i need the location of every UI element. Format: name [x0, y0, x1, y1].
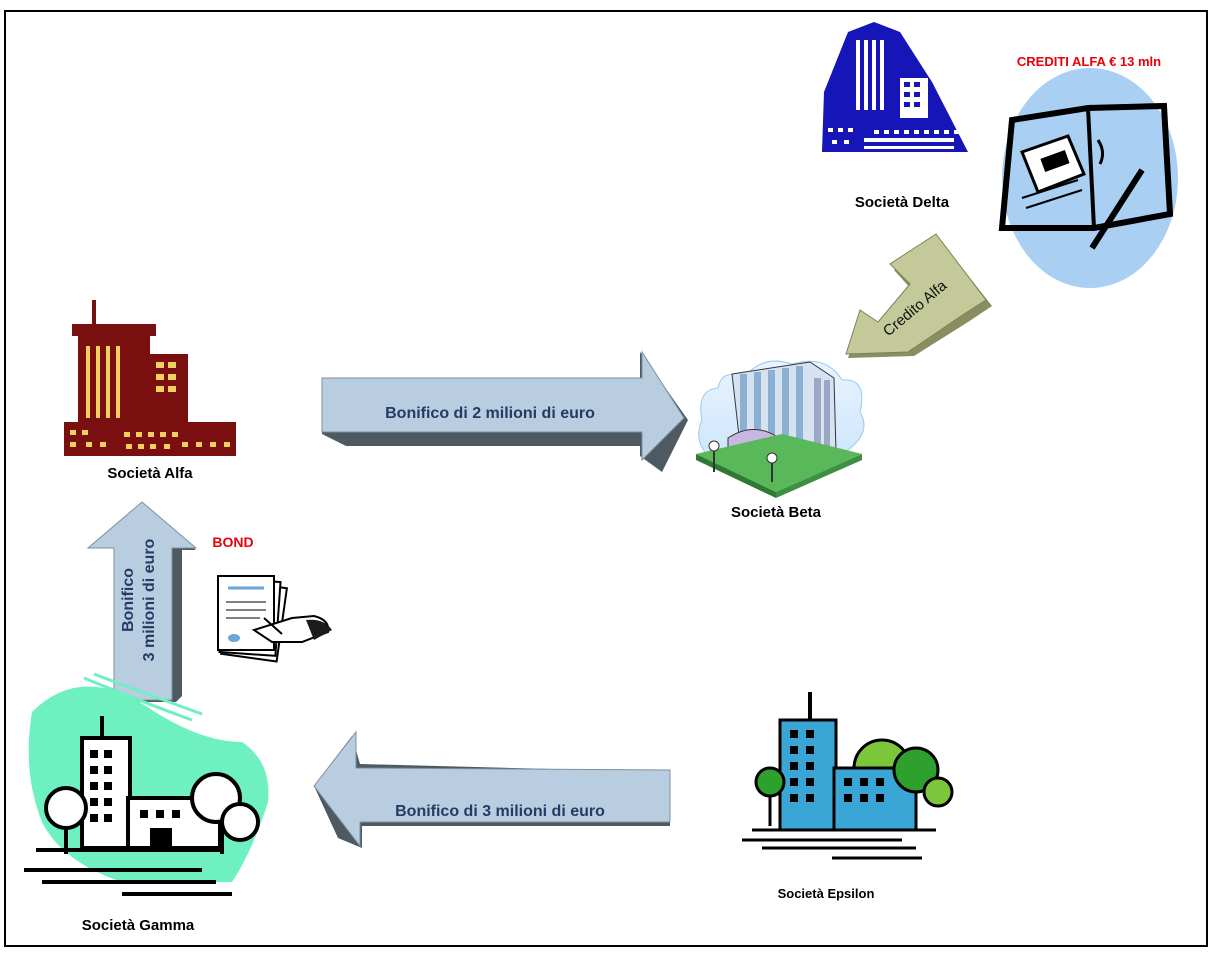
arrow-epsilon-to-gamma-label: Bonifico di 3 milioni di euro [395, 803, 605, 820]
diagram-canvas: Società Alfa Società Delta CREDITI ALFA … [24, 22, 1178, 934]
bond-document-icon [217, 575, 332, 663]
arrow-alfa-to-beta-label: Bonifico di 2 milioni di euro [385, 405, 595, 422]
epsilon-building-icon [742, 692, 954, 860]
credito-alfa-arrow: Credito Alfa [845, 233, 992, 358]
arrow-gamma-to-alfa-label-1: Bonifico [120, 568, 137, 632]
ledger-book-icon [998, 68, 1178, 288]
arrow-gamma-to-alfa [86, 501, 198, 702]
beta-label: Società Beta [731, 504, 822, 521]
arrow-epsilon-to-gamma [313, 730, 671, 848]
arrow-alfa-to-beta [321, 350, 688, 472]
bond-label: BOND [212, 534, 253, 550]
alfa-label: Società Alfa [107, 465, 193, 482]
delta-building-icon [822, 22, 968, 152]
crediti-label: CREDITI ALFA € 13 mln [1017, 54, 1161, 69]
diagram-frame: Società Alfa Società Delta CREDITI ALFA … [4, 10, 1208, 947]
arrow-gamma-to-alfa-label-2: 3 milioni di euro [141, 538, 158, 661]
gamma-building-icon [24, 672, 269, 896]
delta-label: Società Delta [855, 194, 950, 211]
gamma-label: Società Gamma [82, 917, 195, 934]
beta-building-icon [696, 360, 865, 498]
epsilon-label: Società Epsilon [778, 886, 875, 901]
alfa-building-icon [64, 300, 236, 456]
